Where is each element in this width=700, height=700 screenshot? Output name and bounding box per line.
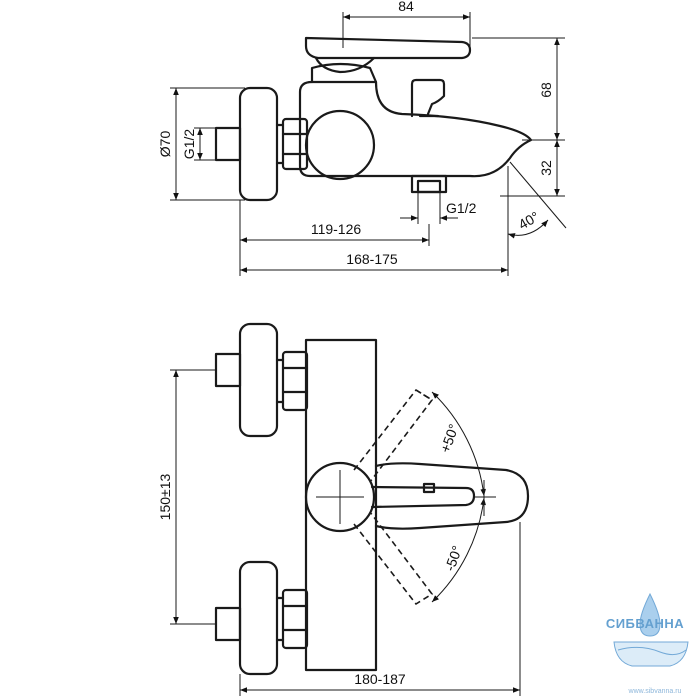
hex-nut-top-upper [281,350,309,412]
side-view: 84 68 32 Ø70 G1/2 G1/2 40° 119- [157,0,567,276]
hex-nut-top-lower [281,588,309,650]
cartridge-circle-side [304,109,376,181]
dim-inlet-thread: G1/2 [181,129,197,160]
dim-lever-minus: -50° [441,543,465,573]
watermark-logo: СИБВАННА www.sibvanna.ru [606,592,689,695]
dim-height-upper: 68 [538,82,554,98]
lever-top [370,482,476,509]
diverter-knob-side [410,78,446,118]
dim-centre-distance: 150±13 [157,473,173,520]
inlet-connector-top-upper [214,352,242,388]
watermark-url: www.sibvanna.ru [628,688,682,695]
dim-height-lower: 32 [538,160,554,176]
droplet-icon [639,592,661,637]
cartridge-circle-top [304,461,376,533]
dim-centre-to-outlet: 119-126 [311,221,362,237]
outlet-connector-side [410,174,448,194]
spout-top [374,462,530,530]
inlet-connector-side [214,126,242,162]
top-view: +50° -50° 150±13 180-187 [157,322,530,696]
dim-lever-length: 84 [398,0,414,14]
dim-lever-plus: +50° [437,422,462,455]
dim-diameter: Ø70 [157,131,173,158]
inlet-connector-top-lower [214,606,242,642]
lever-side [304,36,472,74]
watermark-brand: СИБВАННА [606,616,684,631]
dim-centre-to-spout: 168-175 [346,251,398,267]
hex-nut-side [281,117,309,171]
lever-position-plus [353,388,434,483]
lever-position-minus [353,511,434,606]
dim-overall-depth: 180-187 [354,671,406,687]
mixer-body-side [298,80,533,178]
escutcheon-top-lower [238,560,279,676]
escutcheon-side [238,86,279,202]
escutcheon-top-upper [238,322,279,438]
mixer-body-top [304,338,378,672]
dim-outlet-thread: G1/2 [446,200,477,216]
